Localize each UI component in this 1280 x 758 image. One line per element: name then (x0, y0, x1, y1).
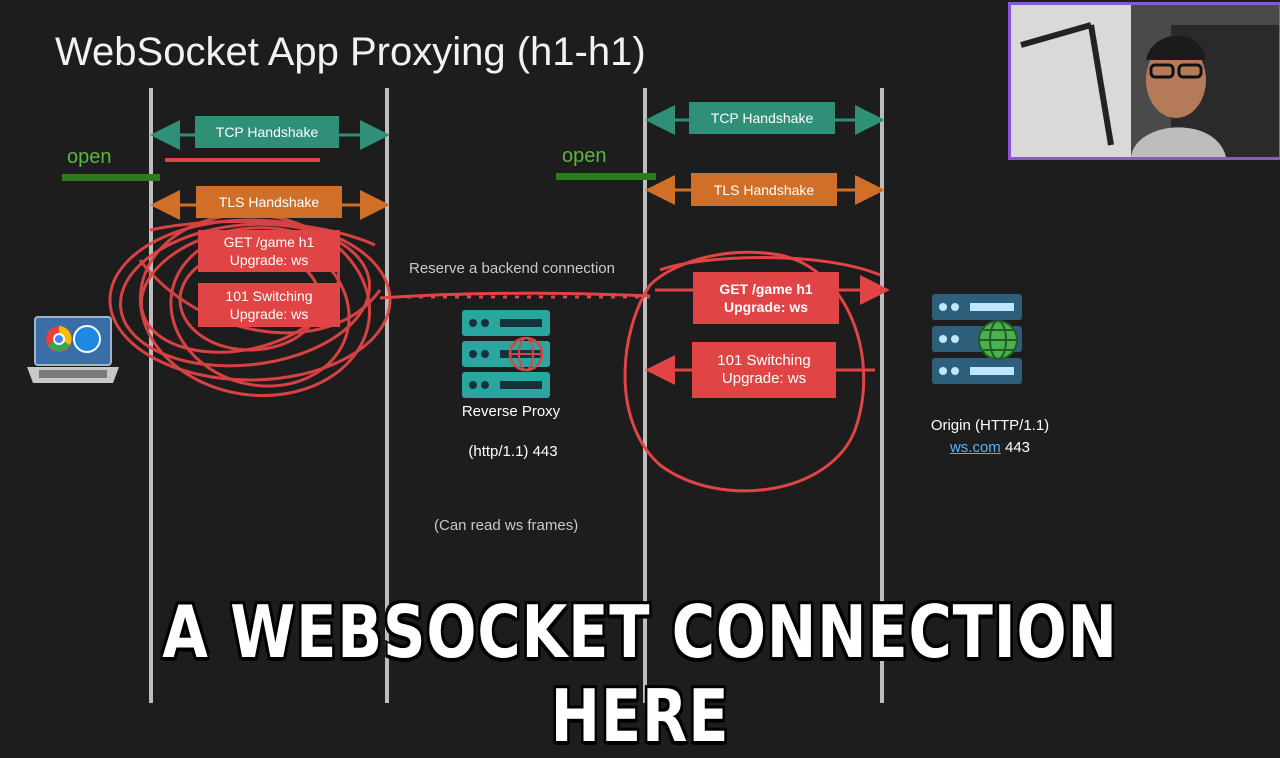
webcam-overlay (1008, 2, 1280, 160)
client-get-request: GET /game h1 Upgrade: ws (198, 230, 340, 272)
backend-switching-upgrade: Upgrade: ws (721, 370, 807, 387)
laptop-browser-icon (27, 316, 119, 383)
video-caption: A WEBSOCKET CONNECTION HERE (162, 590, 1118, 758)
proxy-back-timeline (643, 88, 647, 703)
origin-host-link[interactable]: ws.com (949, 439, 1001, 456)
proxy-name: Reverse Proxy (461, 403, 561, 420)
backend-open-bar (556, 173, 656, 180)
origin-name: Origin (HTTP/1.1) (930, 417, 1050, 434)
origin-timeline (880, 88, 884, 703)
page-title: WebSocket App Proxying (h1-h1) (55, 30, 646, 74)
presenter-avatar (1011, 5, 1279, 157)
backend-get-line: GET /game h1 (719, 281, 813, 297)
origin-port: 443 (1004, 439, 1031, 456)
backend-open-label: open (562, 145, 607, 167)
client-tls-handshake: TLS Handshake (196, 186, 342, 218)
client-open-bar (62, 174, 160, 181)
backend-switching-line: 101 Switching (717, 352, 811, 369)
client-switching-upgrade: Upgrade: ws (229, 306, 309, 322)
client-switching-response: 101 Switching Upgrade: ws (198, 283, 340, 327)
server-stack-icon (462, 310, 550, 398)
client-timeline (149, 88, 153, 703)
backend-tls-handshake: TLS Handshake (691, 173, 837, 206)
proxy-note: (Can read ws frames) (434, 517, 579, 534)
client-switching-line: 101 Switching (225, 288, 313, 304)
client-get-line: GET /game h1 (223, 234, 315, 250)
backend-get-upgrade: Upgrade: ws (723, 299, 808, 315)
client-open-label: open (67, 146, 112, 168)
reserve-backend-label: Reserve a backend connection (409, 260, 615, 277)
globe-icon (978, 320, 1018, 360)
proxy-protocol: (http/1.1) 443 (468, 443, 558, 460)
origin-address: ws.com 443 (905, 439, 1075, 456)
proxy-front-timeline (385, 88, 389, 703)
backend-switching-response: 101 Switching Upgrade: ws (692, 342, 836, 398)
client-tcp-handshake: TCP Handshake (195, 116, 339, 148)
backend-tcp-handshake: TCP Handshake (689, 102, 835, 134)
backend-get-request: GET /game h1 Upgrade: ws (693, 272, 839, 324)
client-get-upgrade: Upgrade: ws (229, 252, 309, 268)
